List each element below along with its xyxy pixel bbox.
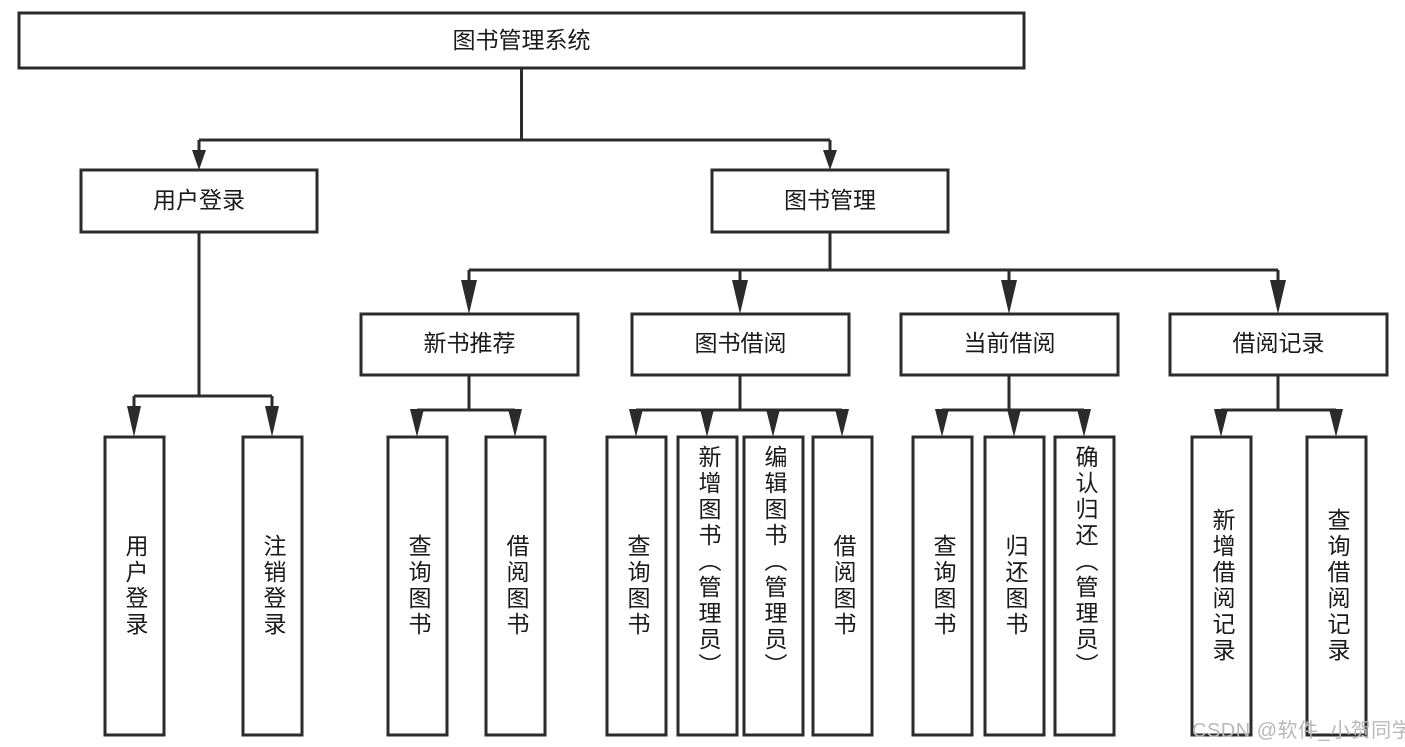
node-book-borrow-label: 图书借阅 [695,330,787,356]
node-leaf-logout-box[interactable] [241,435,304,737]
arrow-to-leaf-confirm-return [1077,409,1091,437]
node-new-book-rec-label: 新书推荐 [424,330,516,356]
csdn-watermark: CSDN @软件_小贺同学 [1192,720,1405,742]
node-leaf-query-book-3-box[interactable] [911,435,974,737]
arrow-to-leaf-edit-book [766,409,780,437]
node-root-label: 图书管理系统 [453,27,591,53]
node-leaf-query-record-box[interactable] [1305,435,1368,737]
arrow-to-book-borrow [732,280,748,314]
node-book-borrow-box[interactable] [630,312,851,377]
node-borrow-record[interactable]: 借阅记录 [1168,312,1389,377]
node-leaf-borrow-book-1-box[interactable] [484,435,547,737]
node-leaf-user-login-box[interactable] [103,435,166,737]
connector-layer [127,68,1343,437]
arrow-to-leaf-query-book-3 [935,409,949,437]
node-root[interactable]: 图书管理系统 [17,11,1026,70]
arrow-to-user-login [192,150,206,170]
node-user-login-box[interactable] [79,168,319,234]
node-leaf-return-book-box[interactable] [983,435,1046,737]
node-borrow-record-box[interactable] [1168,312,1389,377]
node-new-book-rec[interactable]: 新书推荐 [359,312,580,377]
node-leaf-borrow-book-2-box[interactable] [811,435,874,737]
node-current-borrow-label: 当前借阅 [964,330,1056,356]
arrow-to-leaf-add-record [1214,409,1228,437]
leaf-box-layer [103,435,1368,737]
node-root-box[interactable] [17,11,1026,70]
node-leaf-confirm-return-box[interactable] [1053,435,1116,737]
arrow-to-new-book-rec [461,280,477,314]
node-book-manage-box[interactable] [710,168,950,234]
node-current-borrow-box[interactable] [899,312,1120,377]
node-current-borrow[interactable]: 当前借阅 [899,312,1120,377]
node-leaf-add-book-box[interactable] [676,435,739,737]
node-book-manage[interactable]: 图书管理 [710,168,950,234]
node-leaf-query-book-2-box[interactable] [605,435,668,737]
arrow-to-current-borrow [1001,280,1017,314]
node-user-login-label: 用户登录 [153,187,245,213]
arrow-to-leaf-query-book-2 [629,409,643,437]
node-leaf-query-book-1-box[interactable] [386,435,449,737]
arrow-to-book-manage [823,150,837,170]
arrow-to-leaf-borrow-book-1 [508,409,522,437]
arrow-to-leaf-logout [265,406,279,437]
arrow-to-leaf-query-record [1329,409,1343,437]
node-new-book-rec-box[interactable] [359,312,580,377]
node-leaf-edit-book-box[interactable] [742,435,805,737]
arrow-to-leaf-add-book [700,409,714,437]
node-user-login[interactable]: 用户登录 [79,168,319,234]
arrow-to-leaf-user-login [127,406,141,437]
node-book-borrow[interactable]: 图书借阅 [630,312,851,377]
arrow-to-leaf-return-book [1007,409,1021,437]
node-leaf-add-record-box[interactable] [1190,435,1253,737]
node-borrow-record-label: 借阅记录 [1233,330,1325,356]
node-book-manage-label: 图书管理 [784,187,876,213]
arrow-to-leaf-borrow-book-2 [835,409,849,437]
arrow-to-leaf-query-book-1 [410,409,424,437]
arrow-to-borrow-record [1270,280,1286,314]
